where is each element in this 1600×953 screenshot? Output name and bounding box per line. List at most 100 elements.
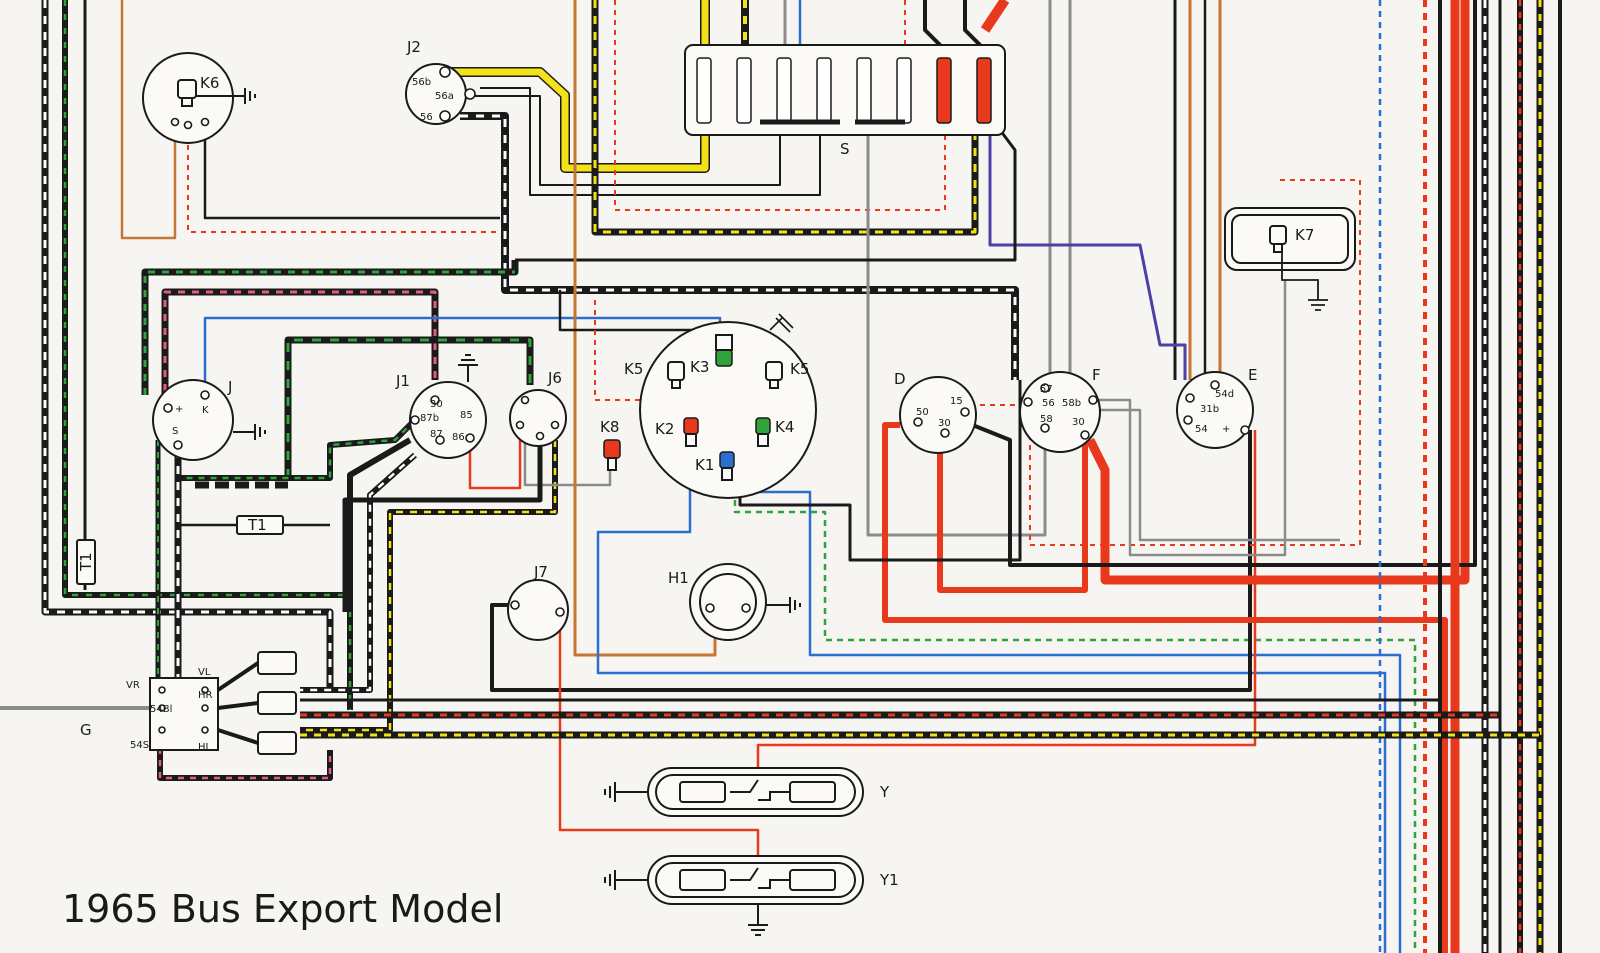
f-pin-58: 58 — [1040, 414, 1053, 425]
f-light-switch: F 57 56 58b 58 30 — [1019, 366, 1101, 453]
d-pin-30: 30 — [938, 418, 951, 429]
f-pin-57: 57 — [1040, 384, 1053, 395]
wire-j2-56-core — [460, 114, 1017, 380]
j6-label: J6 — [547, 369, 562, 387]
wire-e-red — [756, 430, 1257, 772]
j7-label: J7 — [533, 563, 548, 581]
wire-fuse-out-4 — [988, 130, 1187, 380]
j7-relay: J7 — [507, 563, 569, 641]
f-label: F — [1092, 366, 1101, 384]
wire-fuse-feed-6 — [963, 0, 987, 52]
wire-j2-yellow-core — [445, 0, 709, 172]
y1-label: Y1 — [879, 871, 899, 889]
k6-indicator-lamp: K6 — [142, 52, 256, 144]
t1-connector-vertical: T1 — [76, 539, 96, 585]
wire-j1-white-down — [300, 452, 417, 693]
e-pin-54: 54 — [1195, 424, 1208, 435]
h1-horn: H1 — [668, 563, 801, 641]
wire-j2-56a-white — [480, 87, 821, 196]
e-pin-54d: 54d — [1215, 389, 1234, 400]
g-pin-hr: HR — [198, 690, 213, 701]
j6-relay: J6 — [509, 369, 567, 447]
wire-main-harness — [141, 260, 519, 395]
e-wiper-switch: E 54d 31b 54 + — [1176, 366, 1257, 449]
k1-label: K1 — [695, 456, 714, 474]
k2-label: K2 — [655, 420, 674, 438]
wire-f-red — [1085, 0, 1470, 585]
wire-f-grey — [1095, 280, 1287, 557]
j-pin-k: K — [202, 405, 209, 416]
y1-interior-light: Y1 — [604, 855, 899, 936]
wire-j6-yellow — [300, 440, 558, 733]
wire-f-grey-2 — [1100, 408, 1340, 542]
k7-indicator-lamp: K7 — [1224, 207, 1356, 311]
j-label: J — [227, 378, 232, 396]
k5-left-lamp — [667, 361, 685, 389]
s-fuse-box: S — [684, 44, 1006, 158]
wire-j1-black-down — [347, 437, 412, 612]
j-pin-plus: + — [175, 404, 183, 415]
wire-j1-86 — [468, 425, 522, 490]
d-ignition-starter-switch: D 50 15 30 — [894, 370, 977, 454]
k1-lamp — [719, 451, 735, 481]
wire-k6-black — [203, 125, 500, 220]
y-interior-light: Y — [604, 767, 890, 817]
f-pin-30: 30 — [1072, 417, 1085, 428]
g-pin-vr: VR — [126, 680, 140, 691]
wire-j-pink-core — [163, 290, 437, 405]
k8-warning-lamp: K8 — [600, 418, 621, 471]
g-connector-block: G VR VL 54Bl HR 54Sl HL — [80, 651, 297, 755]
wire-fuse-out-3 — [866, 130, 1047, 537]
t1a-label: T1 — [247, 516, 267, 534]
wire-j6-k8 — [523, 425, 612, 487]
k7-label: K7 — [1295, 226, 1314, 244]
wire-k1-blue — [596, 460, 1387, 953]
wire-k6-red — [187, 125, 506, 250]
j2-pin-56a: 56a — [435, 91, 454, 102]
j1-pin-87: 87 — [430, 429, 443, 440]
wire-d-red-2 — [882, 422, 1448, 953]
wire-j1-green — [178, 417, 418, 481]
wire-rear-harness — [300, 698, 1540, 739]
bulb-connector-group — [216, 651, 297, 755]
speedometer-cluster: K5 K3 K5 K2 K4 K1 — [624, 313, 817, 499]
f-pin-58b: 58b — [1062, 398, 1081, 409]
wire-j7-red — [558, 612, 760, 862]
j1-pin-87b: 87b — [420, 413, 439, 424]
j-ignition-switch: J + K S — [152, 378, 266, 461]
wire-fuse-out-2 — [614, 0, 946, 211]
g-pin-vl: VL — [198, 667, 211, 678]
t1-connector-horizontal: T1 — [236, 515, 284, 535]
j1-relay: J1 30 87b 85 87 86 — [395, 354, 487, 459]
j2-dimmer-switch: J2 56b 56a 56 — [405, 38, 476, 125]
wire-fuse-feed-7 — [980, 0, 1010, 33]
j2-pin-56: 56 — [420, 112, 433, 123]
k2-lamp — [683, 417, 699, 447]
j-pin-s: S — [172, 426, 178, 437]
wire-fuse-out-1-core — [593, 0, 977, 234]
e-pin-plus: + — [1222, 424, 1230, 435]
wire-j6-grey — [342, 440, 543, 612]
diagram-title: 1965 Bus Export Model — [62, 887, 503, 931]
wire-j1-box-core — [286, 338, 532, 478]
wire-j7-loop — [490, 430, 1252, 692]
h1-label: H1 — [668, 569, 689, 587]
f-pin-56: 56 — [1042, 398, 1055, 409]
t1b-label: T1 — [77, 552, 95, 572]
g-pin-hl: HL — [198, 742, 212, 753]
k5-right-label: K5 — [790, 360, 809, 378]
wire-d-black — [959, 0, 1477, 567]
g-label: G — [80, 721, 92, 739]
j2-label: J2 — [406, 38, 421, 56]
wire-k6-brown — [120, 0, 177, 240]
e-label: E — [1248, 366, 1257, 384]
wire-j6-yellow-core — [300, 440, 557, 732]
e-pin-31b: 31b — [1200, 404, 1219, 415]
j1-pin-85: 85 — [460, 410, 473, 421]
j1-pin-86: 86 — [452, 432, 465, 443]
d-pin-50: 50 — [916, 407, 929, 418]
s-label: S — [840, 140, 850, 158]
d-pin-15: 15 — [950, 396, 963, 407]
